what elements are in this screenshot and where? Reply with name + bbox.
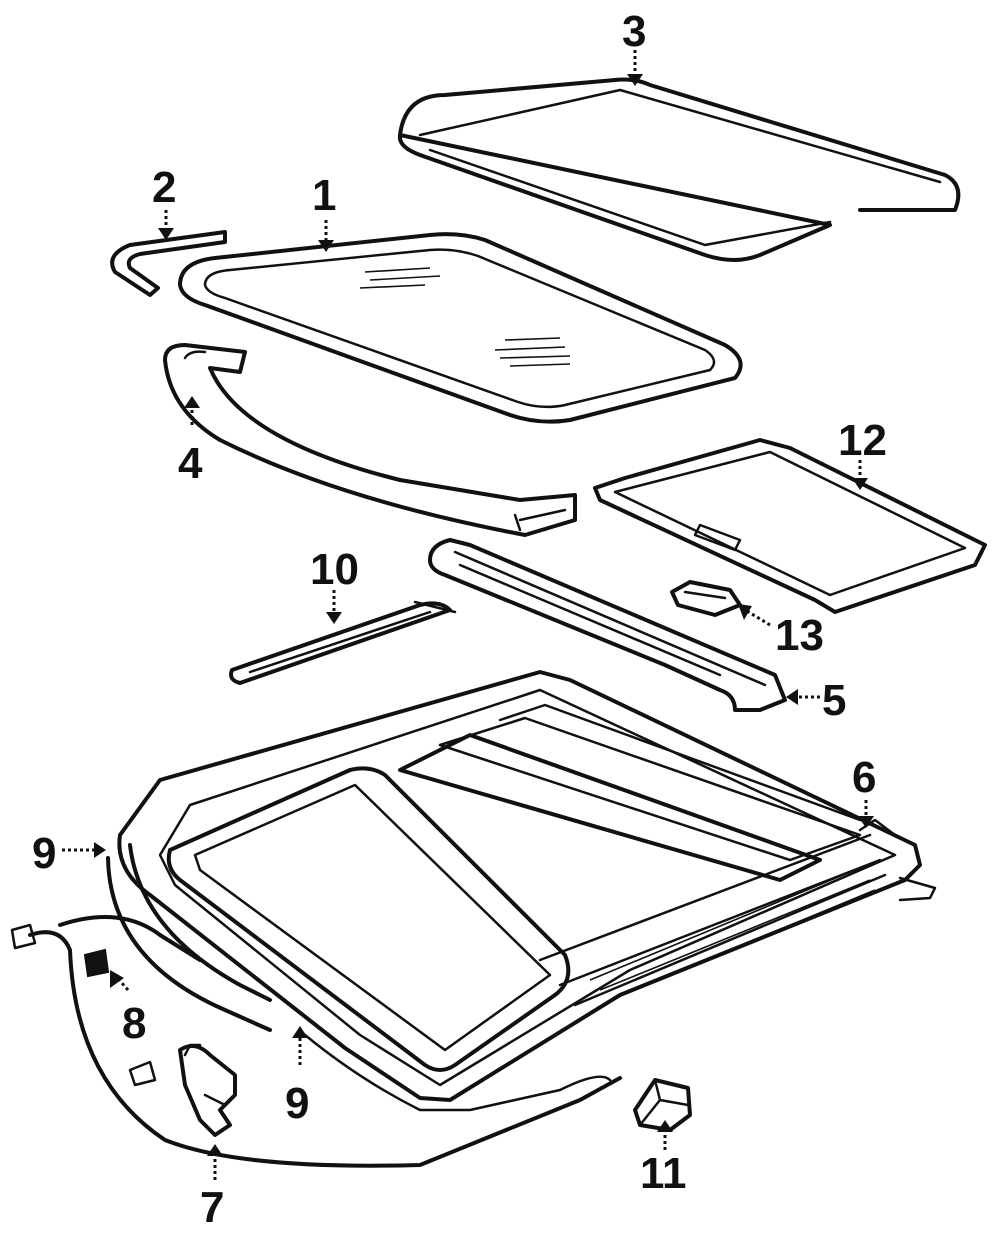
arrowhead-4 bbox=[184, 396, 200, 408]
part-9-cables bbox=[106, 843, 612, 1112]
part-7-motor bbox=[178, 1043, 237, 1137]
part-6-frame bbox=[117, 670, 937, 1102]
arrowhead-8 bbox=[110, 970, 124, 988]
callout-13: 13 bbox=[775, 611, 824, 660]
part-10-strip bbox=[229, 600, 457, 685]
arrowhead-9b bbox=[292, 1026, 308, 1038]
part-13-handle bbox=[670, 580, 742, 617]
arrowhead-10 bbox=[326, 612, 342, 624]
callout-7: 7 bbox=[200, 1183, 224, 1232]
callout-11: 11 bbox=[640, 1149, 687, 1198]
callout-9b: 9 bbox=[285, 1079, 309, 1128]
callout-2: 2 bbox=[152, 163, 176, 212]
arrowhead-13 bbox=[738, 604, 752, 620]
callout-10: 10 bbox=[310, 545, 359, 594]
callout-9a: 9 bbox=[32, 829, 56, 878]
part-8-harness bbox=[10, 915, 622, 1168]
callout-6: 6 bbox=[852, 753, 876, 802]
arrowhead-6 bbox=[858, 816, 874, 828]
arrowhead-1 bbox=[318, 240, 334, 252]
callout-8: 8 bbox=[122, 999, 146, 1048]
arrowhead-2 bbox=[158, 228, 174, 240]
callout-4: 4 bbox=[178, 439, 203, 488]
leader-lines bbox=[62, 50, 874, 1180]
arrowhead-11 bbox=[657, 1120, 673, 1132]
part-5-guide-rail bbox=[428, 538, 787, 712]
part-11-relay bbox=[633, 1078, 692, 1132]
part-12-sunshade bbox=[593, 438, 987, 614]
callout-3: 3 bbox=[622, 7, 646, 56]
arrowhead-5 bbox=[786, 689, 798, 705]
arrowhead-12 bbox=[852, 478, 868, 490]
callout-12: 12 bbox=[838, 416, 887, 465]
callout-5: 5 bbox=[822, 676, 846, 725]
callout-labels: 1 2 3 4 5 6 7 8 9 9 10 11 12 13 bbox=[32, 7, 887, 1232]
arrowhead-7 bbox=[207, 1144, 223, 1156]
part-2-corner-trim bbox=[110, 230, 227, 297]
arrowhead-9a bbox=[94, 842, 106, 858]
part-3-seal bbox=[397, 77, 961, 262]
part-1-glass-panel bbox=[178, 232, 743, 424]
part-4-deflector bbox=[163, 343, 577, 537]
callout-1: 1 bbox=[312, 171, 336, 220]
arrowhead-3 bbox=[627, 74, 643, 86]
